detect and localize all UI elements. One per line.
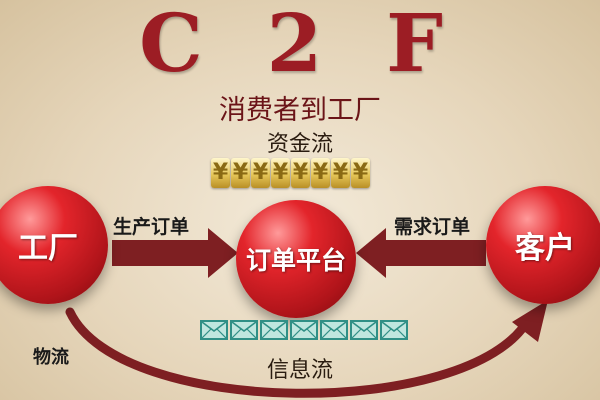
- yen-coin-icon: ¥: [351, 158, 370, 188]
- info-flow-label: 信息流: [266, 358, 333, 383]
- factory-label: 工厂: [18, 231, 78, 266]
- production-order-label: 生产订单: [113, 216, 190, 238]
- envelope-icon: [350, 320, 378, 340]
- yen-coin-icon: ¥: [331, 158, 350, 188]
- production-order-arrow: [112, 228, 238, 278]
- envelope-icon: [380, 320, 408, 340]
- yen-coin-icon: ¥: [251, 158, 270, 188]
- demand-order-label: 需求订单: [394, 216, 471, 238]
- funds-flow-coins: ¥¥¥¥¥¥¥¥: [211, 158, 370, 188]
- order-platform-node: 订单平台: [236, 200, 356, 318]
- page-title: C 2 F: [139, 0, 461, 90]
- yen-coin-icon: ¥: [231, 158, 250, 188]
- funds-flow-label: 资金流: [266, 132, 333, 157]
- order-platform-label: 订单平台: [245, 246, 346, 275]
- yen-coin-icon: ¥: [211, 158, 230, 188]
- envelope-icon: [290, 320, 318, 340]
- logistics-label: 物流: [33, 347, 69, 368]
- envelope-icon: [200, 320, 228, 340]
- logistics-arrow: [65, 300, 548, 398]
- yen-coin-icon: ¥: [271, 158, 290, 188]
- factory-node: 工厂: [0, 186, 108, 304]
- customer-node: 客户: [486, 186, 600, 304]
- customer-label: 客户: [515, 231, 575, 266]
- subtitle: 消费者到工厂: [219, 95, 381, 126]
- info-flow-envelopes: [200, 320, 408, 340]
- envelope-icon: [230, 320, 258, 340]
- yen-coin-icon: ¥: [291, 158, 310, 188]
- demand-order-arrow: [356, 228, 486, 278]
- yen-coin-icon: ¥: [311, 158, 330, 188]
- envelope-icon: [260, 320, 288, 340]
- envelope-icon: [320, 320, 348, 340]
